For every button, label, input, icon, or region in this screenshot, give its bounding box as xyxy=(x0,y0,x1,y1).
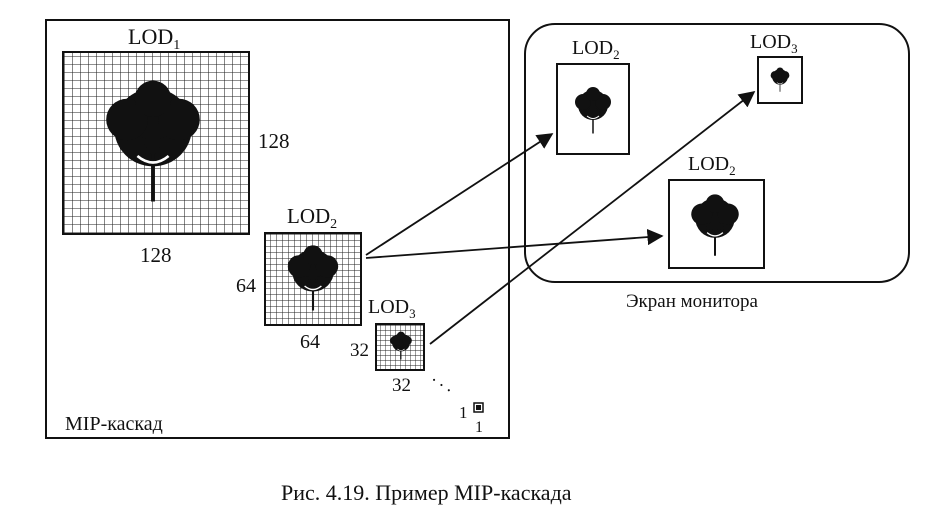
arrow-lod2-to-bottom-view xyxy=(365,229,664,259)
lod3-texture xyxy=(375,323,425,371)
arrow-lod3-to-lod3-view xyxy=(429,91,756,345)
lod1-texture xyxy=(62,51,250,235)
mip-cascade-frame xyxy=(45,19,510,439)
lod3-height-label: 32 xyxy=(350,340,369,361)
arrow-lod2-to-top-view xyxy=(365,133,554,256)
monitor-view-lod2-bottom xyxy=(668,179,765,269)
lod1-label: LOD1 xyxy=(128,24,180,53)
lod3-width-label: 32 xyxy=(392,375,411,396)
cascade-ellipsis: . . . xyxy=(430,366,460,395)
monitor-view-lod2-top-label: LOD2 xyxy=(572,37,620,62)
lod2-label: LOD2 xyxy=(287,204,337,232)
lod1-height-label: 128 xyxy=(258,129,290,153)
lod2-width-label: 64 xyxy=(300,331,320,353)
last-level-width-label: 1 xyxy=(459,403,468,422)
lod2-texture xyxy=(264,232,362,326)
lod2-height-label: 64 xyxy=(236,275,256,297)
last-level-height-label: 1 xyxy=(475,419,483,436)
lod3-label: LOD3 xyxy=(368,296,416,321)
lod1-width-label: 128 xyxy=(140,243,172,267)
monitor-view-lod3-label: LOD3 xyxy=(750,31,798,56)
monitor-screen-frame xyxy=(524,23,910,283)
figure-caption: Рис. 4.19. Пример MIP-каскада xyxy=(281,480,572,505)
monitor-view-lod2-bottom-label: LOD2 xyxy=(688,153,736,178)
monitor-label: Экран монитора xyxy=(626,291,759,312)
mip-cascade-label: MIP-каскад xyxy=(65,413,163,435)
monitor-view-lod3 xyxy=(757,56,803,104)
monitor-view-lod2-top xyxy=(556,63,630,155)
